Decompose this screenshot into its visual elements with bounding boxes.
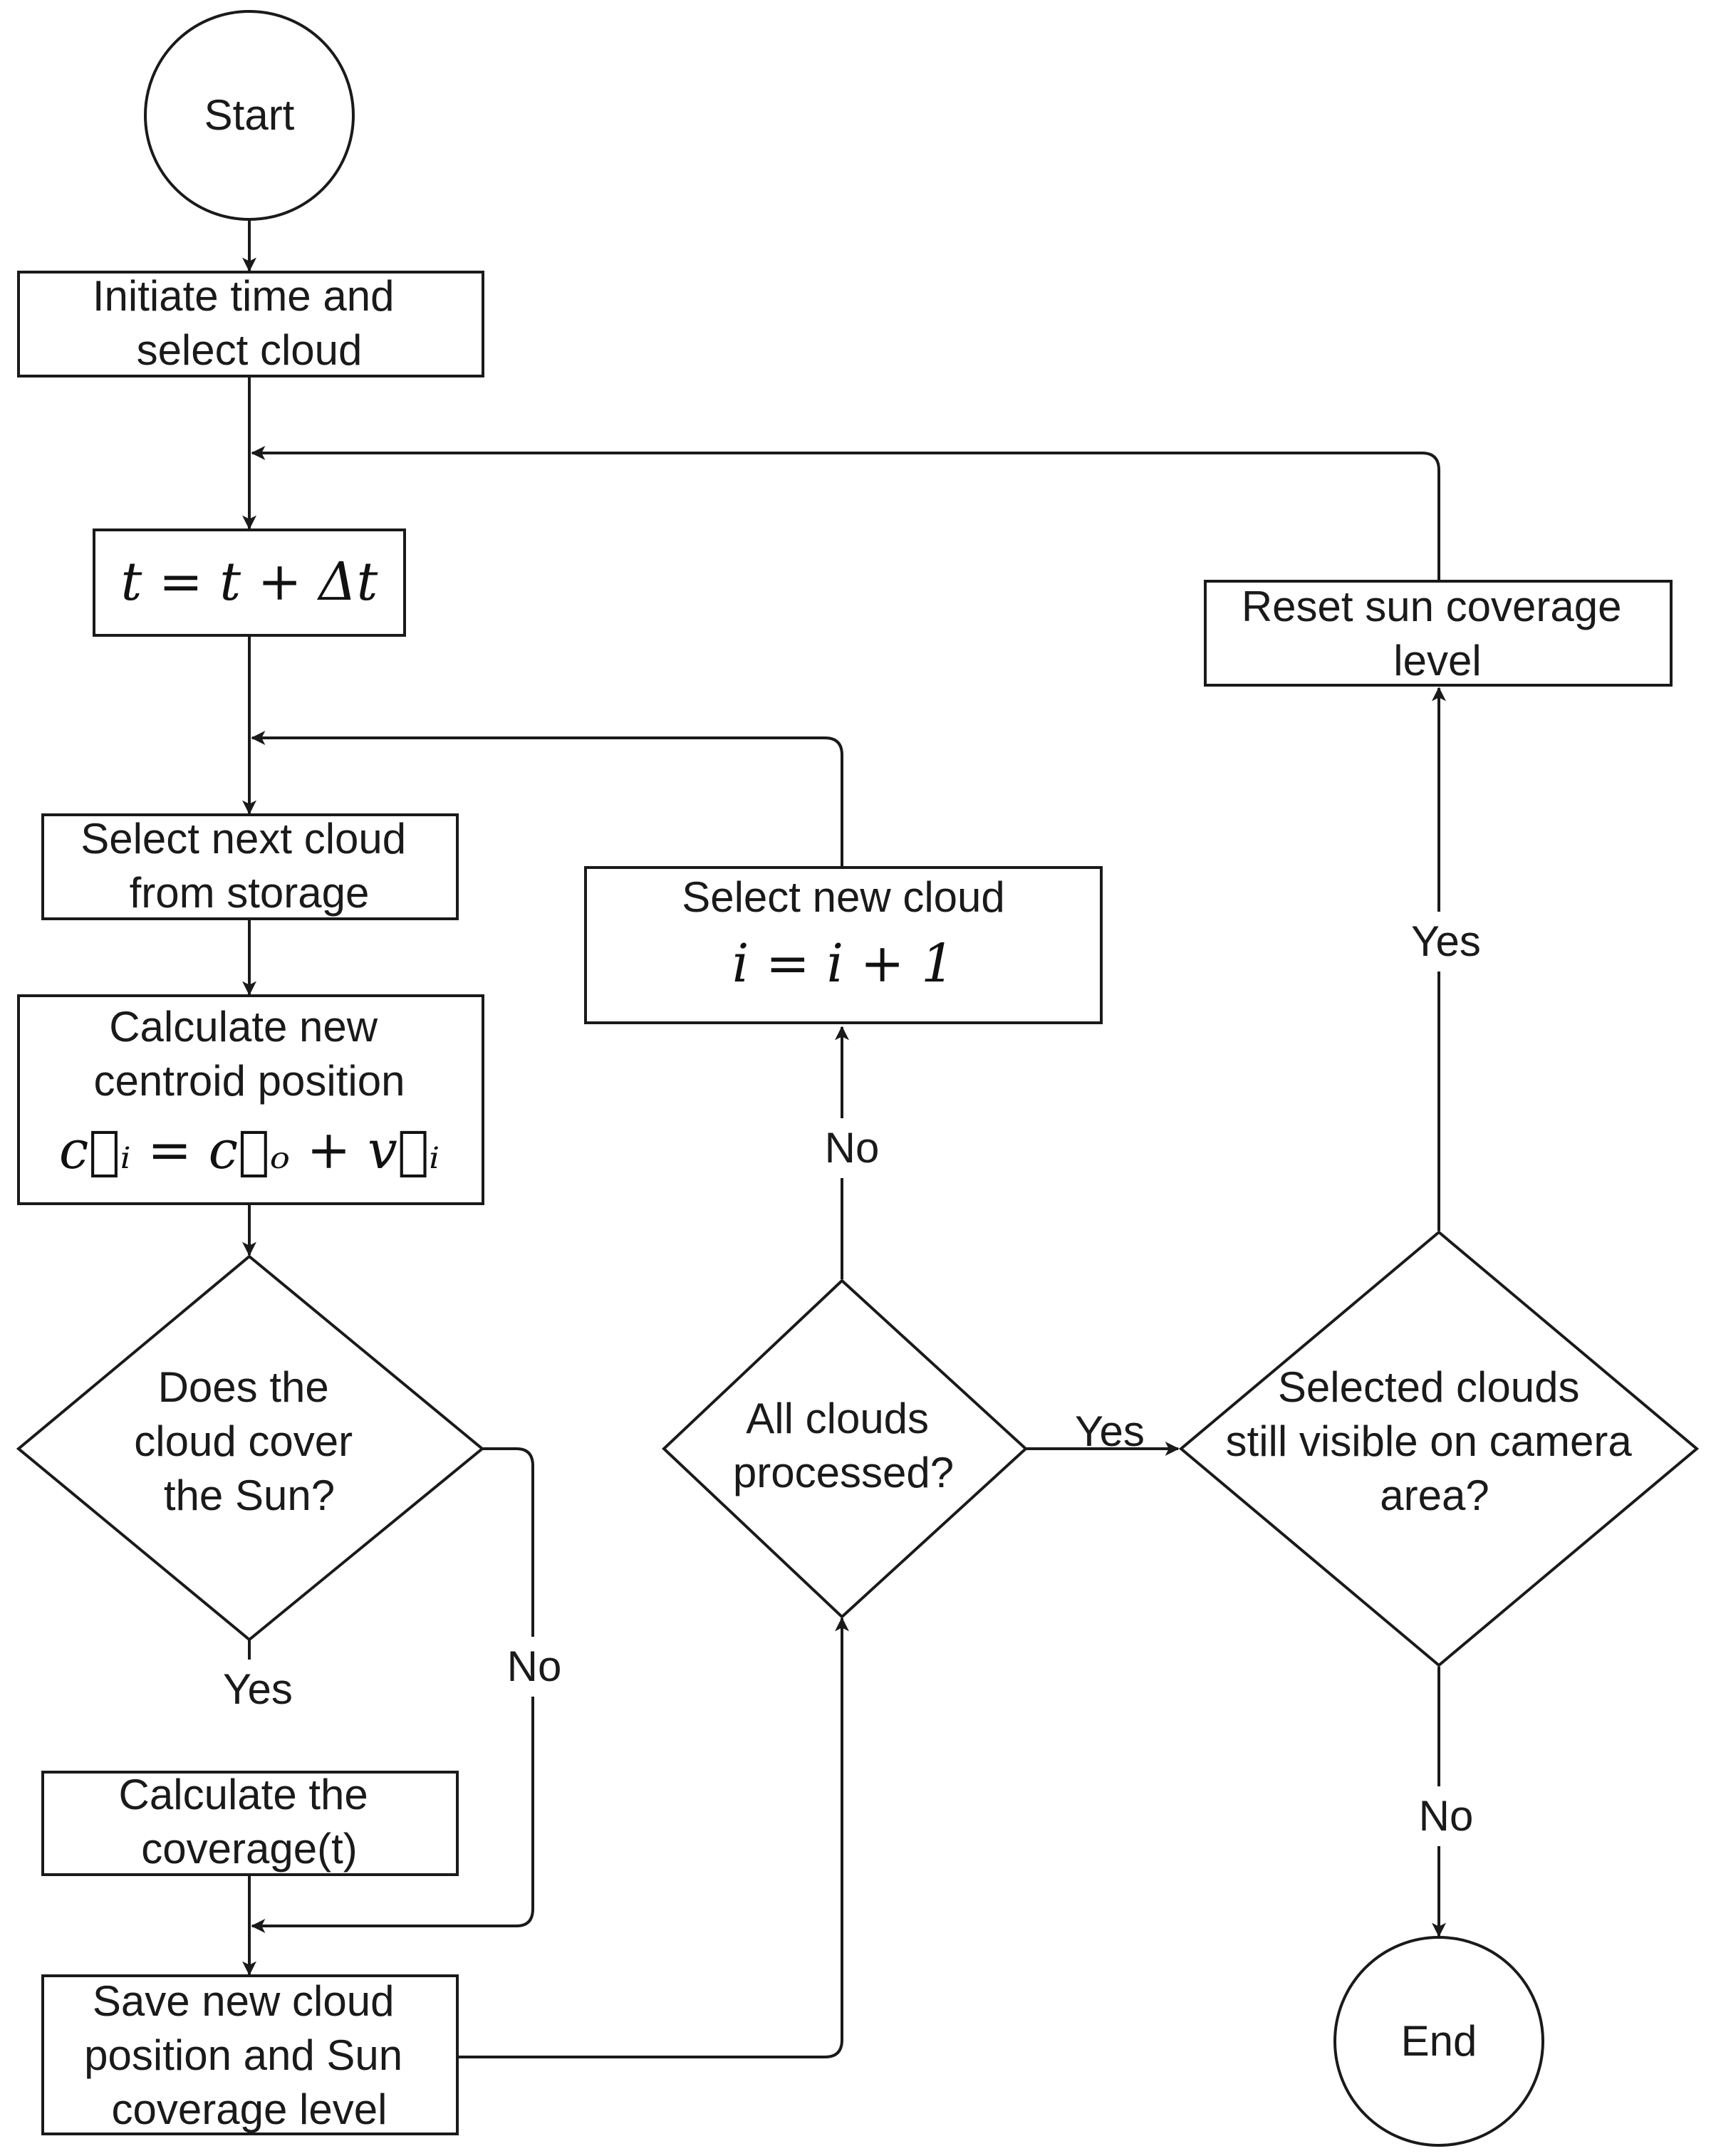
decision-all-label: All clouds processed? xyxy=(733,1395,954,1496)
decision-all-processed: All clouds processed? xyxy=(662,1279,1028,1619)
node-init: Initiate time and select cloud xyxy=(17,271,484,377)
edge-reset-to-loop xyxy=(251,446,1440,580)
edge-label-cover-no: No xyxy=(507,1642,562,1690)
edge-selectnew-to-loop xyxy=(251,731,843,866)
end-label: End xyxy=(1401,2017,1477,2065)
calc-coverage-label: Calculate the coverage(t) xyxy=(119,1771,380,1873)
edge-save-to-decision-all xyxy=(459,1617,849,2058)
node-time-step: t = t + Δt xyxy=(93,528,406,637)
decision-still-visible: Selected clouds still visible on camera … xyxy=(1178,1230,1700,1667)
edge-label-all-no: No xyxy=(825,1124,880,1172)
node-end: End xyxy=(1333,1936,1544,2147)
select-new-equation: i = i + 1 xyxy=(732,933,955,994)
node-calc-centroid: Calculate new centroid position c⃗ᵢ = c⃗… xyxy=(17,994,484,1205)
edge-label-visible-yes: Yes xyxy=(1411,917,1481,965)
decision-cover-label: Does the cloud cover the Sun? xyxy=(134,1363,365,1519)
node-select-next: Select next cloud from storage xyxy=(41,813,459,920)
edge-label-cover-yes: Yes xyxy=(223,1665,293,1713)
save-label: Save new cloud position and Sun coverage… xyxy=(84,1977,415,2133)
init-label: Initiate time and select cloud xyxy=(93,272,406,374)
centroid-equation: c⃗ᵢ = c⃗ₒ + v⃗ᵢ xyxy=(59,1120,440,1181)
node-reset: Reset sun coverage level xyxy=(1204,580,1673,687)
start-label: Start xyxy=(204,91,295,139)
calc-centroid-label: Calculate new centroid position xyxy=(94,1003,405,1105)
select-new-label: Select new cloud xyxy=(682,873,1005,921)
edge-labels: Yes No No Yes Yes No xyxy=(207,912,1496,1846)
reset-label: Reset sun coverage level xyxy=(1242,583,1633,684)
node-calc-coverage: Calculate the coverage(t) xyxy=(41,1771,459,1876)
node-start: Start xyxy=(144,10,355,221)
node-select-new: Select new cloud i = i + 1 xyxy=(584,866,1103,1024)
edge-label-all-yes: Yes xyxy=(1075,1407,1145,1455)
time-step-equation: t = t + Δt xyxy=(121,551,378,613)
node-save: Save new cloud position and Sun coverage… xyxy=(41,1974,459,2135)
decision-cover: Does the cloud cover the Sun? xyxy=(16,1254,485,1642)
edge-label-visible-no: No xyxy=(1419,1792,1474,1840)
decision-visible-label: Selected clouds still visible on camera … xyxy=(1226,1363,1644,1519)
select-next-label: Select next cloud from storage xyxy=(80,815,418,917)
